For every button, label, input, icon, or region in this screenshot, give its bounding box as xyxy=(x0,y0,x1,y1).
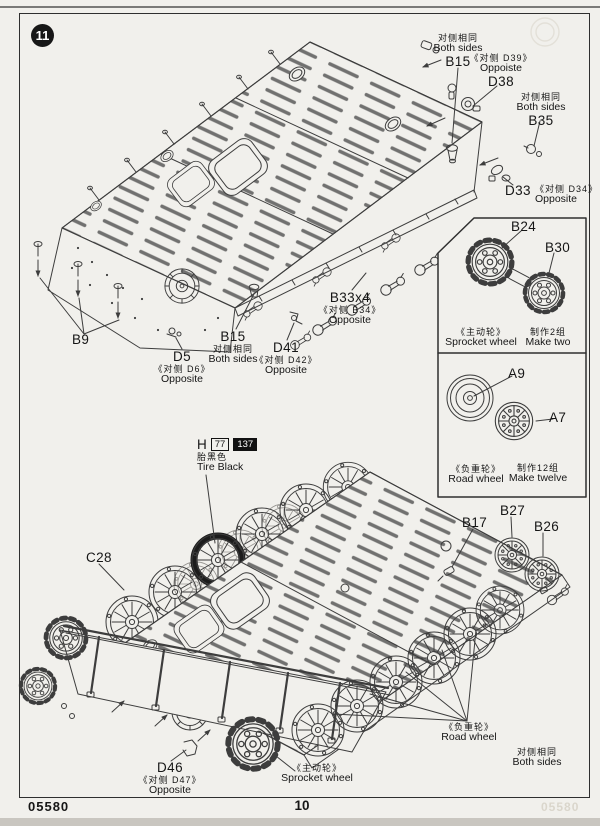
label-d41-cn: 《对侧 D42》 xyxy=(254,355,318,365)
label-sprocket-lower-en: Sprocket wheel xyxy=(281,772,353,784)
lower-assembly-drawing xyxy=(21,461,573,771)
label-make-twelve: 制作12组 Make twelve xyxy=(509,463,567,485)
label-paint-tire-black: H 77 137 胎黑色 Tire Black xyxy=(197,437,258,474)
label-make-two-en: Make two xyxy=(525,336,571,348)
label-b30-part: B30 xyxy=(545,240,571,255)
upper-leader-lines xyxy=(39,67,541,350)
label-make-twelve-en: Make twelve xyxy=(508,472,568,484)
label-sprocket-lower-cn: 《主动轮》 xyxy=(291,763,343,773)
paint-letter: H xyxy=(197,437,207,452)
label-c28-part: C28 xyxy=(86,550,112,565)
label-d38-cn: 《对侧 D39》 xyxy=(469,53,533,63)
label-b35-part: B35 xyxy=(528,112,554,128)
label-b26: B26 xyxy=(534,520,559,534)
paint-swatch-77: 77 xyxy=(210,438,230,451)
scan-edge-top xyxy=(0,6,600,8)
label-d33-cn: 《对侧 D34》 xyxy=(534,184,598,194)
label-d5-cn: 《对侧 D6》 xyxy=(153,364,211,374)
label-d46: D46 《对侧 D47》 Opposite xyxy=(138,761,201,797)
label-b15-mid: B15 对侧相同 Both sides xyxy=(208,330,257,366)
scan-edge-bottom xyxy=(0,818,600,826)
label-d38-part: D38 xyxy=(488,73,514,89)
paint-cn: 胎黑色 xyxy=(197,452,228,462)
label-b17-part: B17 xyxy=(462,515,488,530)
bleed-through-watermark: 05580 xyxy=(541,800,580,814)
label-b15-top: 对侧相同 Both sides B15 xyxy=(433,33,482,69)
label-c28: C28 xyxy=(86,551,112,565)
label-d46-part: D46 xyxy=(157,760,183,775)
label-sprocket-wheel-inset: 《主动轮》 Sprocket wheel xyxy=(445,327,517,349)
label-sprocket-inset-en: Sprocket wheel xyxy=(445,336,517,348)
label-sprocket-wheel-lower: 《主动轮》 Sprocket wheel xyxy=(281,763,353,785)
label-b15-top-cn: 对侧相同 xyxy=(437,33,478,43)
label-both-lower-en: Both sides xyxy=(512,756,562,768)
label-d41-part: D41 xyxy=(273,340,299,355)
label-road-lower-en: Road wheel xyxy=(441,731,497,743)
paint-swatch-137: 137 xyxy=(233,438,258,451)
label-d5-en: Opposite xyxy=(160,373,204,385)
label-d33-side: 《对侧 D34》 Opposite xyxy=(535,184,598,206)
label-b33-cn: 《对侧 B34》 xyxy=(318,305,382,315)
label-d5-part: D5 xyxy=(172,349,192,364)
label-b26-part: B26 xyxy=(534,519,560,534)
label-b24: B24 xyxy=(511,220,536,234)
label-road-lower-cn: 《负重轮》 xyxy=(443,722,495,732)
label-b33: B33x4 《对侧 B34》 Opposite xyxy=(319,291,382,327)
label-b24-part: B24 xyxy=(511,219,537,234)
label-sprocket-inset-cn: 《主动轮》 xyxy=(455,327,507,337)
label-a9-part: A9 xyxy=(508,366,526,381)
label-b9: B9 xyxy=(72,333,89,347)
label-d41: D41 《对侧 D42》 Opposite xyxy=(254,341,317,377)
label-b35-en: Both sides xyxy=(516,101,566,113)
label-a9: A9 xyxy=(508,367,525,381)
label-b15-mid-cn: 对侧相同 xyxy=(212,344,253,354)
label-make-two-cn: 制作2组 xyxy=(529,327,566,337)
label-d38: 《对侧 D39》 Oppoiste D38 xyxy=(469,53,532,89)
label-b27: B27 xyxy=(500,504,525,518)
label-d33: D33 《对侧 D34》 Opposite xyxy=(505,184,598,206)
paint-code-row: H 77 137 xyxy=(197,437,258,452)
label-d46-en: Opposite xyxy=(148,784,192,796)
label-a7-part: A7 xyxy=(549,410,567,425)
label-d5: D5 《对侧 D6》 Opposite xyxy=(153,350,210,386)
label-road-wheel-lower: 《负重轮》 Road wheel xyxy=(441,722,496,744)
label-road-wheel-inset: 《负重轮》 Road wheel xyxy=(448,464,503,486)
label-b35-cn: 对侧相同 xyxy=(520,92,561,102)
upper-assembly-drawing xyxy=(33,40,542,353)
label-road-inset-en: Road wheel xyxy=(448,473,504,485)
label-make-two: 制作2组 Make two xyxy=(526,327,571,349)
label-b33-en: Opposite xyxy=(328,314,372,326)
label-d33-part: D33 xyxy=(505,183,531,198)
label-b27-part: B27 xyxy=(500,503,526,518)
kit-number: 05580 xyxy=(28,799,70,814)
label-b33-part: B33x4 xyxy=(329,290,371,305)
label-both-sides-lower: 对侧相同 Both sides xyxy=(512,747,561,769)
paint-en: Tire Black xyxy=(197,461,244,473)
label-both-lower-cn: 对侧相同 xyxy=(516,747,557,757)
label-road-inset-cn: 《负重轮》 xyxy=(450,464,502,474)
inset-box-drawing xyxy=(437,217,587,498)
page-frame xyxy=(19,13,590,798)
label-b15-top-part: B15 xyxy=(445,53,471,69)
label-b15-mid-en: Both sides xyxy=(208,353,258,365)
label-b9-part: B9 xyxy=(72,332,90,347)
label-d38-en: Oppoiste xyxy=(479,62,523,74)
label-b17: B17 xyxy=(462,516,487,530)
label-d41-en: Opposite xyxy=(264,364,308,376)
label-make-twelve-cn: 制作12组 xyxy=(516,463,560,473)
label-b35: 对侧相同 Both sides B35 xyxy=(516,92,565,128)
label-b15-top-en: Both sides xyxy=(433,42,483,54)
label-a7: A7 xyxy=(549,411,566,425)
emboss-stamp xyxy=(530,17,560,47)
label-d33-en: Opposite xyxy=(534,193,577,205)
label-b15-mid-part: B15 xyxy=(220,329,246,344)
page-number: 10 xyxy=(294,798,310,813)
label-b30: B30 xyxy=(545,241,570,255)
step-badge: 11 xyxy=(31,24,54,47)
label-d46-cn: 《对侧 D47》 xyxy=(138,775,202,785)
